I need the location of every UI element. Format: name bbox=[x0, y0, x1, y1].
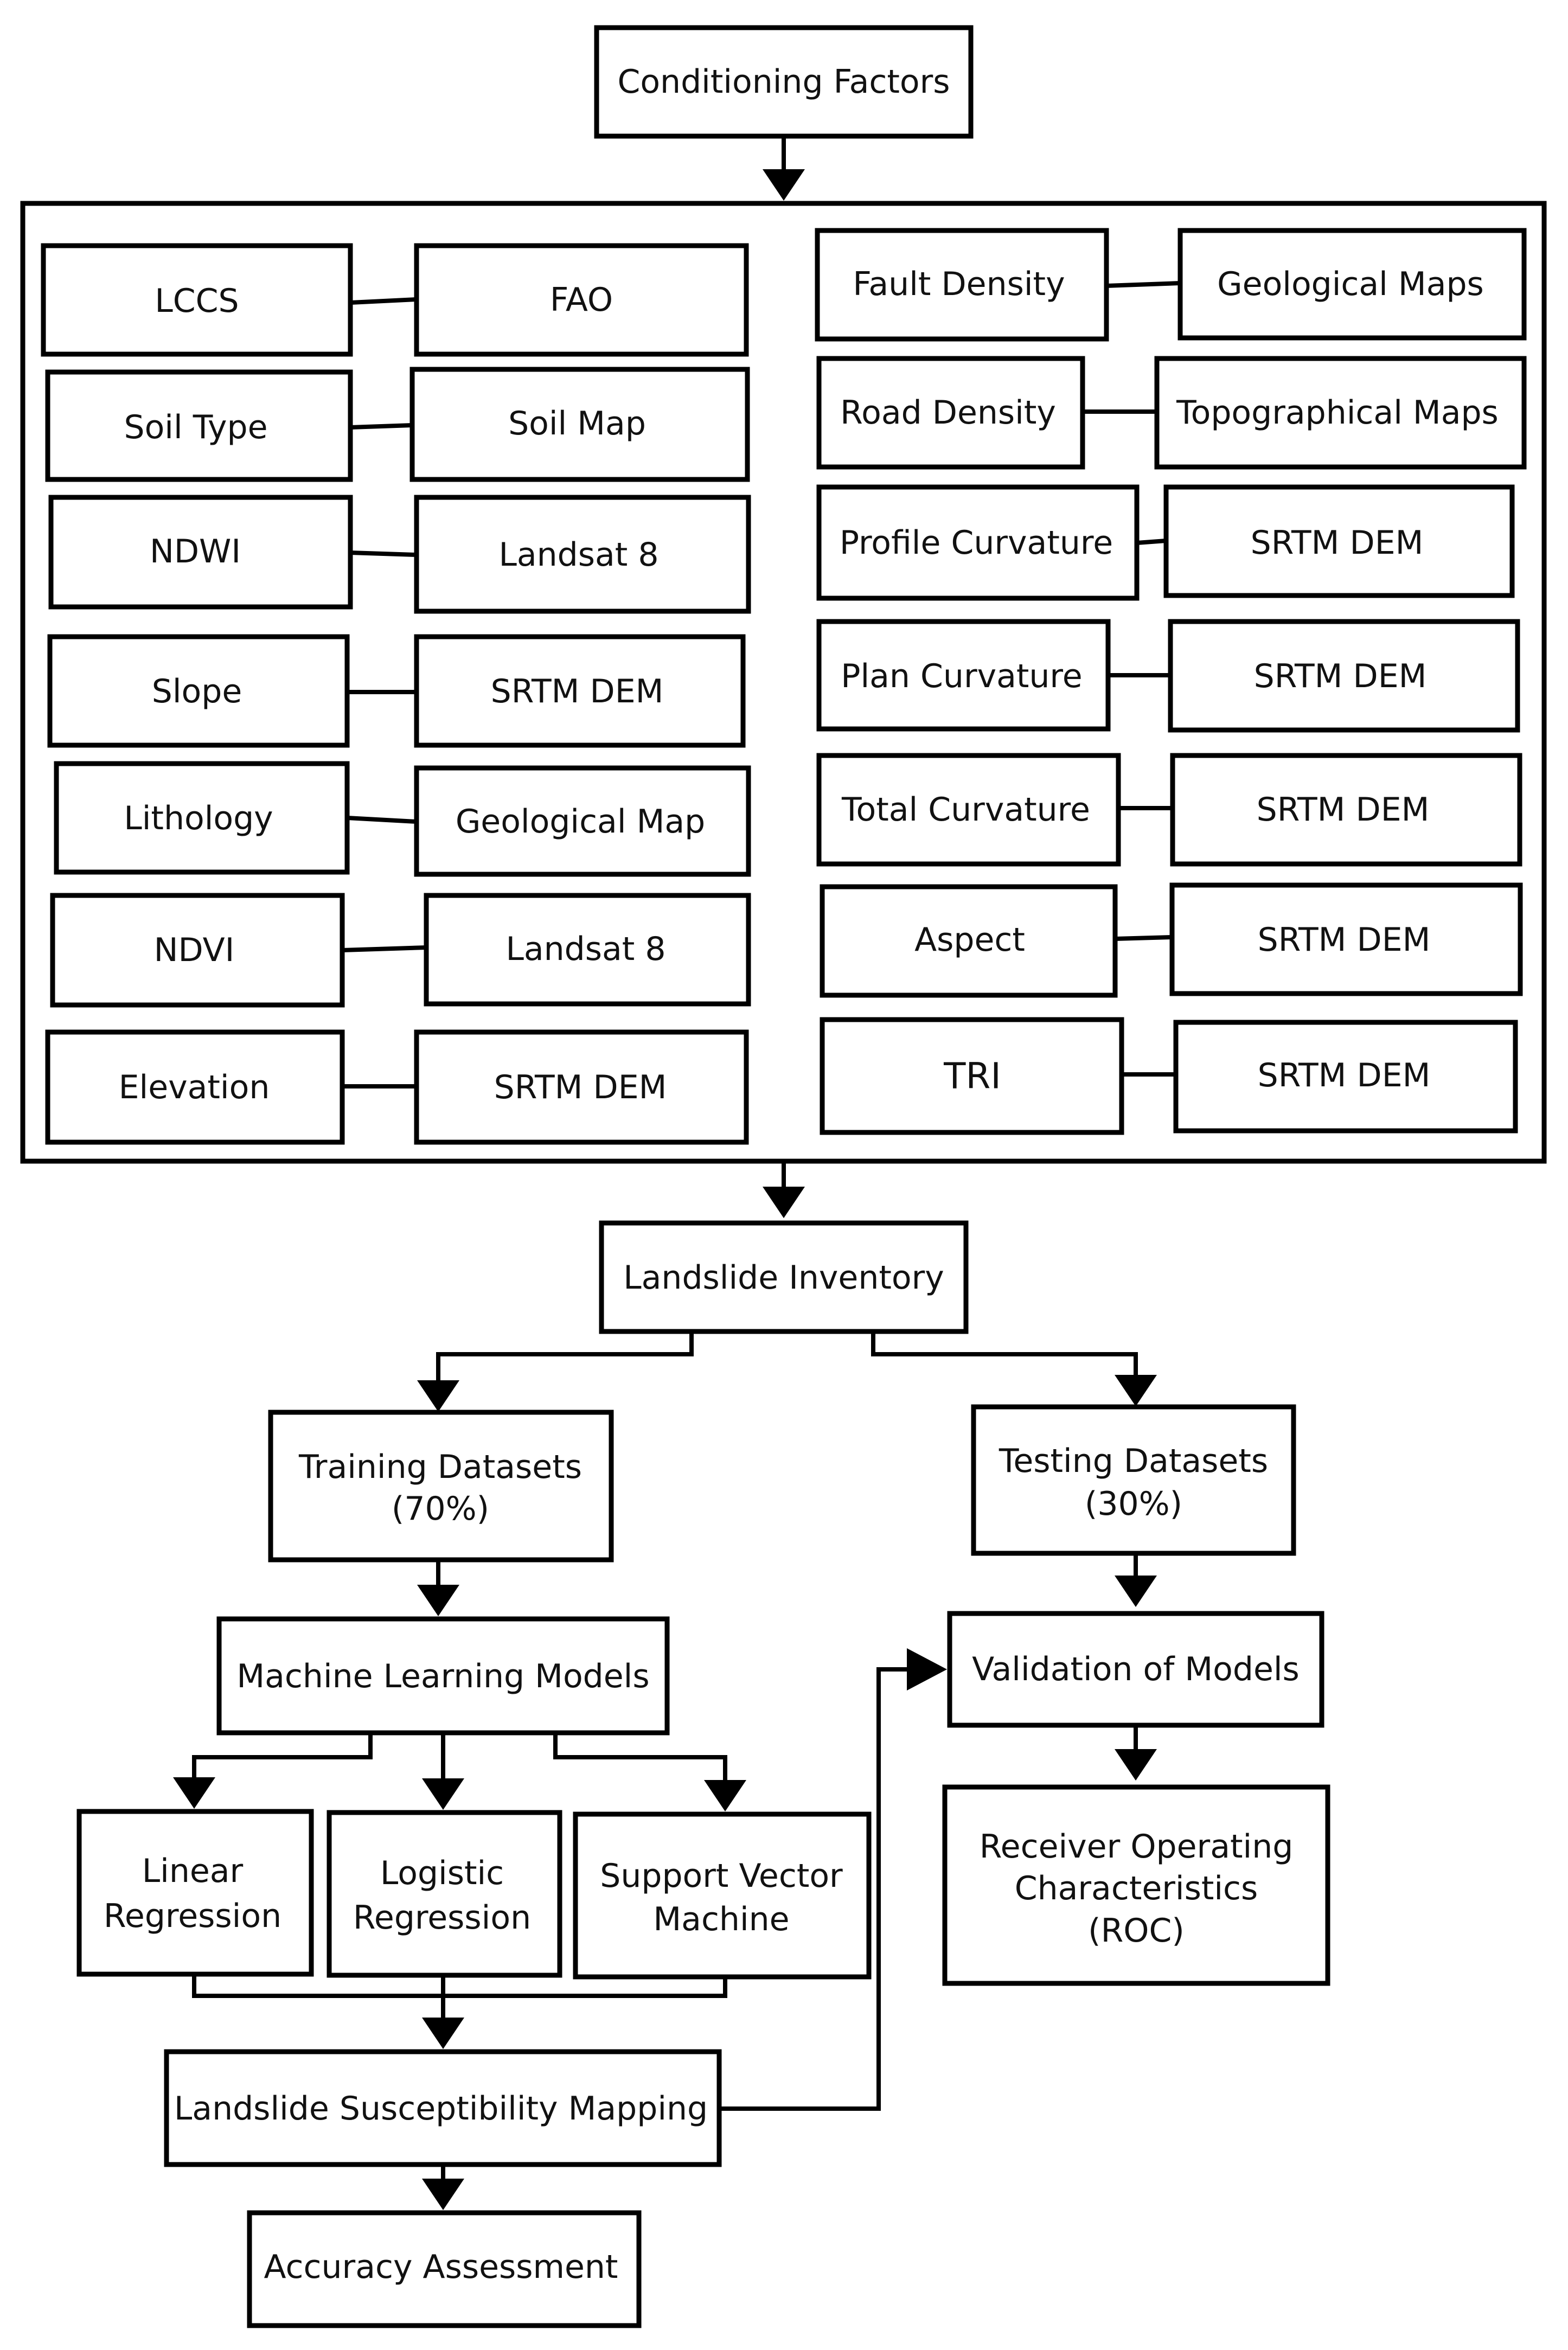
factor-row-lithology: Lithology Geological Map bbox=[54, 761, 751, 877]
testing-datasets-line-1: Testing Datasets bbox=[999, 1442, 1268, 1480]
arrowhead bbox=[704, 1780, 746, 1811]
landslide-susceptibility-mapping-box: Landslide Susceptibility Mapping bbox=[164, 2049, 722, 2167]
factor-label: Slope bbox=[152, 673, 242, 710]
source-label: Soil Map bbox=[508, 405, 646, 443]
linear-regression-box: Linear Regression bbox=[76, 1809, 314, 1977]
factor-row-plan-curvature: Plan Curvature SRTM DEM bbox=[816, 619, 1520, 733]
factor-row-profile-curvature: Profile Curvature SRTM DEM bbox=[816, 484, 1515, 601]
source-label: SRTM DEM bbox=[1251, 524, 1424, 562]
factor-row-elevation: Elevation SRTM DEM bbox=[45, 1029, 749, 1145]
factor-row-aspect: Aspect SRTM DEM bbox=[820, 882, 1523, 998]
arrowhead bbox=[417, 1380, 459, 1412]
source-label: SRTM DEM bbox=[1257, 791, 1430, 829]
factor-row-lccs: LCCS FAO bbox=[41, 243, 749, 357]
factor-row-ndvi: NDVI Landsat 8 bbox=[50, 893, 751, 1008]
source-label: SRTM DEM bbox=[1258, 1056, 1431, 1094]
conditioning-factors-label: Conditioning Factors bbox=[617, 63, 950, 101]
roc-line-3: (ROC) bbox=[1088, 1912, 1185, 1950]
roc-line-1: Receiver Operating bbox=[980, 1828, 1294, 1866]
factor-row-soil-type: Soil Type Soil Map bbox=[45, 367, 750, 482]
linear-regression-line-2: Regression bbox=[104, 1897, 281, 1935]
source-label: SRTM DEM bbox=[494, 1068, 667, 1106]
roc-box: Receiver Operating Characteristics (ROC) bbox=[942, 1784, 1330, 1986]
conditioning-factors-frame bbox=[20, 201, 1547, 1164]
factor-row-slope: Slope SRTM DEM bbox=[47, 634, 746, 748]
factor-row-road-density: Road Density Topographical Maps bbox=[816, 356, 1527, 470]
logistic-regression-line-2: Regression bbox=[353, 1899, 531, 1937]
arrowhead bbox=[763, 1187, 805, 1218]
connectors bbox=[173, 137, 1181, 2210]
machine-learning-models-label: Machine Learning Models bbox=[236, 1657, 649, 1695]
arrowhead bbox=[1115, 1576, 1157, 1607]
arrowhead bbox=[422, 2179, 464, 2210]
linear-regression-line-1: Linear bbox=[142, 1852, 244, 1890]
factor-label: Soil Type bbox=[124, 408, 267, 446]
source-label: SRTM DEM bbox=[1258, 921, 1431, 959]
factor-label: NDWI bbox=[150, 533, 241, 571]
source-label: Landsat 8 bbox=[498, 536, 658, 574]
support-vector-machine-line-2: Machine bbox=[653, 1900, 789, 1938]
arrowhead bbox=[422, 1778, 464, 1810]
conditioning-factors-box: Conditioning Factors bbox=[594, 25, 974, 139]
landslide-inventory-label: Landslide Inventory bbox=[623, 1259, 944, 1297]
source-label: SRTM DEM bbox=[491, 673, 664, 710]
support-vector-machine-line-1: Support Vector bbox=[600, 1857, 843, 1895]
landslide-susceptibility-mapping-label: Landslide Susceptibility Mapping bbox=[174, 2090, 708, 2128]
factor-row-total-curvature: Total Curvature SRTM DEM bbox=[816, 753, 1522, 867]
training-datasets-line-2: (70%) bbox=[392, 1490, 489, 1528]
factor-label: TRI bbox=[943, 1055, 1001, 1097]
arrowhead bbox=[417, 1585, 459, 1616]
arrowhead bbox=[1115, 1749, 1157, 1781]
factor-row-tri: TRI SRTM DEM bbox=[820, 1017, 1518, 1135]
arrowhead bbox=[907, 1648, 947, 1691]
testing-datasets-line-2: (30%) bbox=[1085, 1485, 1182, 1523]
logistic-regression-line-1: Logistic bbox=[380, 1854, 504, 1892]
roc-line-2: Characteristics bbox=[1015, 1869, 1258, 1907]
arrowhead bbox=[763, 169, 805, 201]
factor-label: NDVI bbox=[154, 931, 235, 969]
landslide-inventory-box: Landslide Inventory bbox=[599, 1220, 969, 1334]
factor-label: Profile Curvature bbox=[840, 524, 1113, 562]
training-datasets-box: Training Datasets (70%) bbox=[268, 1410, 614, 1563]
training-datasets-line-1: Training Datasets bbox=[298, 1448, 582, 1486]
factor-label: Plan Curvature bbox=[841, 657, 1082, 695]
factor-row-fault-density: Fault Density Geological Maps bbox=[815, 228, 1527, 342]
source-label: Geological Maps bbox=[1217, 265, 1484, 303]
factor-label: Fault Density bbox=[853, 265, 1065, 303]
source-label: Geological Map bbox=[456, 803, 705, 841]
factor-label: Elevation bbox=[119, 1068, 270, 1106]
arrowhead bbox=[173, 1777, 215, 1809]
accuracy-assessment-label: Accuracy Assessment bbox=[264, 2248, 618, 2286]
validation-of-models-label: Validation of Models bbox=[972, 1650, 1300, 1688]
logistic-regression-box: Logistic Regression bbox=[327, 1810, 562, 1978]
machine-learning-models-box: Machine Learning Models bbox=[216, 1616, 670, 1736]
arrowhead bbox=[422, 2018, 464, 2049]
support-vector-machine-box: Support Vector Machine bbox=[573, 1811, 872, 1980]
factor-label: Total Curvature bbox=[841, 791, 1090, 829]
source-label: Topographical Maps bbox=[1176, 394, 1499, 432]
factor-label: Aspect bbox=[914, 921, 1025, 959]
source-label: Landsat 8 bbox=[505, 930, 665, 968]
source-label: FAO bbox=[550, 281, 613, 319]
factor-row-ndwi: NDWI Landsat 8 bbox=[48, 495, 751, 614]
arrowhead bbox=[1115, 1375, 1157, 1406]
validation-of-models-box: Validation of Models bbox=[947, 1611, 1324, 1728]
accuracy-assessment-box: Accuracy Assessment bbox=[247, 2210, 642, 2328]
source-label: SRTM DEM bbox=[1254, 657, 1427, 695]
factor-label: Lithology bbox=[124, 799, 273, 837]
factor-label: LCCS bbox=[155, 282, 239, 320]
testing-datasets-box: Testing Datasets (30%) bbox=[971, 1404, 1296, 1556]
factor-label: Road Density bbox=[840, 394, 1056, 432]
